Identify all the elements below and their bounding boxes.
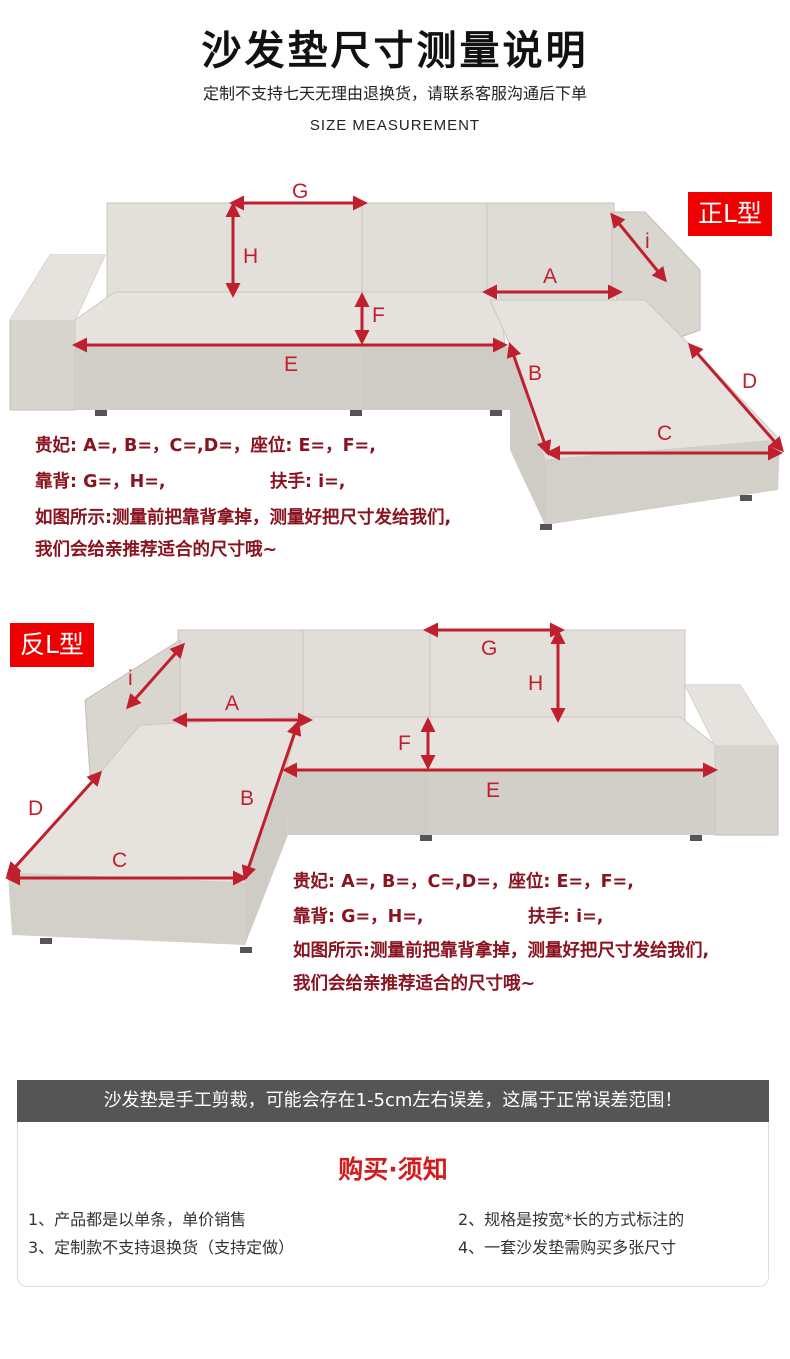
dim-label-h: H [528,672,543,695]
sofa-diagram-left-l: G H F E A i B C D [4,622,779,953]
note-line: 扶手: i=, [270,472,346,492]
notice-item: 4、一套沙发垫需购买多张尺寸 [458,1238,677,1257]
notice-item: 1、产品都是以单条，单价销售 [28,1210,247,1229]
dim-label-i: i [645,230,650,253]
seat-cushion [74,291,363,348]
dim-label-g: G [292,180,308,203]
note-line: 扶手: i=, [528,907,604,927]
dim-label-d: D [28,797,43,820]
sofa-diagram-right-l: G H F E A i B C D [9,180,784,530]
note-line: 贵妃: A=, B=，C=,D=，座位: E=，F=, [35,436,376,456]
dim-label-f: F [372,304,385,327]
note-line: 我们会给亲推荐适合的尺寸哦~ [35,540,278,560]
error-tolerance-banner: 沙发垫是手工剪裁，可能会存在1-5cm左右误差，这属于正常误差范围！ [17,1080,769,1122]
dim-label-h: H [243,245,258,268]
dim-label-b: B [240,787,254,810]
seat-cushion [427,716,716,773]
dim-label-a: A [543,265,557,288]
dim-label-e: E [486,779,500,802]
type-badge-left-l: 反L型 [10,623,94,667]
notice-item: 2、规格是按宽*长的方式标注的 [458,1210,685,1229]
dim-label-b: B [528,362,542,385]
english-title: SIZE MEASUREMENT [309,117,481,134]
dim-label-a: A [225,692,239,715]
note-line: 如图所示:测量前把靠背拿掉，测量好把尺寸发给我们, [293,941,710,961]
dim-label-d: D [742,370,757,393]
notice-title: 购买·须知 [338,1155,448,1184]
note-line: 靠背: G=，H=, [293,907,424,927]
dim-label-c: C [657,422,672,445]
dim-label-c: C [112,849,127,872]
dim-label-g: G [481,637,497,660]
note-line: 贵妃: A=, B=，C=,D=，座位: E=，F=, [293,872,634,892]
note-line: 如图所示:测量前把靠背拿掉，测量好把尺寸发给我们, [35,508,452,528]
note-line: 靠背: G=，H=, [35,472,166,492]
notice-item: 3、定制款不支持退换货（支持定做） [28,1238,295,1257]
type-badge-right-l: 正L型 [688,192,772,236]
dim-label-e: E [284,353,298,376]
purchase-notice-panel: 购买·须知 1、产品都是以单条，单价销售 2、规格是按宽*长的方式标注的 3、定… [17,1122,769,1287]
dim-label-f: F [398,732,411,755]
dim-label-i: i [128,667,133,690]
note-line: 我们会给亲推荐适合的尺寸哦~ [293,974,536,994]
page-subtitle: 定制不支持七天无理由退换货，请联系客服沟通后下单 [202,84,587,103]
page-title: 沙发垫尺寸测量说明 [201,28,589,74]
